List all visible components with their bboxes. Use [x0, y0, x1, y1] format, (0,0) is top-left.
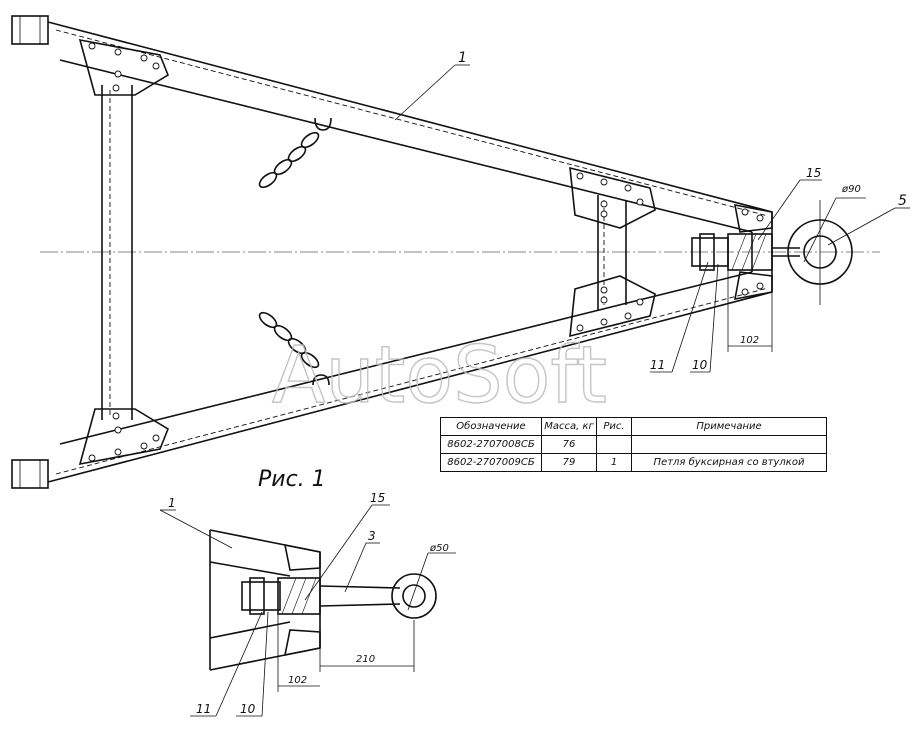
- position-label-5: 5: [898, 193, 907, 209]
- safety-chain-upper: [258, 117, 332, 189]
- table-header-cell: Примечание: [631, 417, 827, 436]
- table-cell: Петля буксирная со втулкой: [631, 453, 827, 472]
- position-label-11: 11: [650, 358, 665, 372]
- gusset-plates: [78, 38, 773, 466]
- table-header-cell: Масса, кг: [541, 417, 597, 436]
- table-header-cell: Обозначение: [440, 417, 542, 436]
- detail-dimension-label-102: 102: [288, 675, 307, 686]
- bolt-heads: [88, 42, 764, 462]
- hinge-lugs: [11, 15, 49, 489]
- detail-position-label-10: 10: [240, 702, 256, 716]
- position-label-1: 1: [458, 50, 467, 66]
- table-cell: 8602-2707009СБ: [440, 453, 542, 472]
- table-header-row: Обозначение Масса, кг Рис. Примечание: [440, 417, 827, 436]
- towing-eye-assembly: [691, 200, 853, 305]
- table-cell: [631, 435, 827, 454]
- detail-position-label-11: 11: [196, 702, 211, 716]
- detail-position-label-1: 1: [168, 496, 176, 510]
- table-header-cell: Рис.: [596, 417, 632, 436]
- table-row: 8602-2707008СБ 76: [440, 435, 827, 454]
- position-label-15: 15: [806, 166, 821, 180]
- specification-table: Обозначение Масса, кг Рис. Примечание 86…: [440, 417, 827, 472]
- table-cell: 1: [596, 453, 632, 472]
- table-cell: [596, 435, 632, 454]
- table-row: 8602-2707009СБ 79 1 Петля буксирная со в…: [440, 453, 827, 472]
- detail-diameter-label-50: ø50: [429, 543, 449, 554]
- safety-chain-lower: [258, 311, 330, 386]
- leader-lines: [394, 64, 910, 373]
- detail-position-label-15: 15: [370, 491, 385, 505]
- detail-view: [159, 504, 456, 717]
- diameter-label-90: ø90: [841, 184, 861, 195]
- table-cell: 79: [541, 453, 597, 472]
- position-label-10: 10: [692, 358, 708, 372]
- table-cell: 8602-2707008СБ: [440, 435, 542, 454]
- table-cell: 76: [541, 435, 597, 454]
- watermark-text: AutoSoft: [272, 331, 607, 421]
- detail-dimension-label-210: 210: [356, 654, 375, 665]
- figure-caption: Рис. 1: [258, 467, 326, 492]
- dimension-label-102: 102: [740, 335, 759, 346]
- detail-position-label-3: 3: [368, 529, 376, 543]
